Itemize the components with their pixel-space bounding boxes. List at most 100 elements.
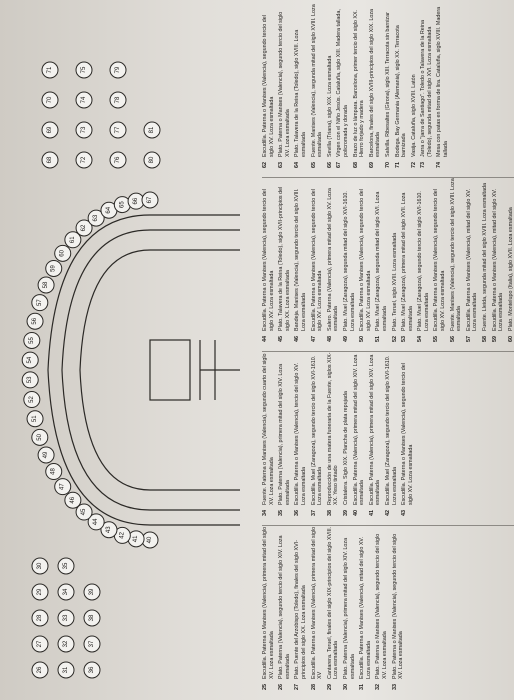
diagram-svg: 2627282930313233343536373839404142434445…	[21, 61, 240, 679]
svg-text:76: 76	[115, 156, 121, 163]
diagram-label: 62	[75, 219, 93, 237]
entry-description: Mesa con patas en forma de lira. Cataluñ…	[436, 6, 450, 157]
entry-description: Escudilla. Paterna o Manises (Valencia),…	[401, 363, 414, 505]
svg-text:81: 81	[149, 126, 155, 133]
entry-description: Plato. Paterna o Manises (Valencia), seg…	[278, 11, 291, 157]
diagram-label: 76	[109, 151, 127, 169]
entry-description: Escudilla. Paterna o Manises (Valencia),…	[433, 189, 447, 331]
entry-number: 27	[294, 684, 301, 690]
entry-description: Escudilla. Paterna o Manises (Valencia),…	[359, 536, 372, 679]
entry-description: Escudilla. Paterna (Valencia), primera m…	[368, 354, 382, 505]
diagram-label: 37	[83, 635, 101, 653]
diagram-label: 44	[87, 513, 105, 531]
diagram-label: 58	[37, 276, 55, 294]
entry-number: 26	[278, 684, 285, 690]
catalog-entry: 73 Jarra o "jarra de Santiago". Toledo o …	[420, 4, 433, 172]
diagram-label: 72	[75, 151, 93, 169]
entry-number: 56	[449, 336, 456, 342]
svg-text:65: 65	[119, 201, 125, 208]
entry-number: 32	[375, 684, 382, 690]
svg-text:35: 35	[63, 562, 69, 569]
arch-outline	[47, 214, 240, 526]
svg-text:58: 58	[43, 281, 49, 288]
entry-number: 63	[278, 162, 285, 168]
diagram-label: 49	[37, 446, 55, 464]
svg-text:77: 77	[115, 126, 121, 133]
entry-number: 45	[278, 336, 285, 342]
entry-description: Cristalera. Siglo XIX. Plancha de plata …	[342, 391, 349, 505]
entry-number: 73	[420, 162, 427, 168]
svg-text:52: 52	[29, 396, 35, 403]
entry-number: 74	[436, 162, 443, 168]
diagram-label-group: 2627282930313233343536373839404142434445…	[21, 61, 161, 679]
diagram-label: 53	[21, 371, 39, 389]
catalog-column-1: 25 Escudilla. Paterna o Manises (Valencia…	[262, 526, 514, 694]
svg-text:79: 79	[115, 66, 121, 73]
svg-text:30: 30	[37, 562, 43, 569]
diagram-label: 26	[31, 661, 49, 679]
svg-text:60: 60	[60, 249, 66, 256]
svg-text:48: 48	[51, 468, 57, 475]
entry-number: 47	[310, 336, 317, 342]
entry-number: 65	[310, 162, 317, 168]
svg-text:36: 36	[89, 666, 95, 673]
diagram-label: 34	[57, 583, 75, 601]
entry-description: Escudilla. Paterna o Manises (Valencia),…	[294, 362, 307, 505]
diagram-label: 36	[83, 661, 101, 679]
svg-text:78: 78	[115, 96, 121, 103]
svg-text:67: 67	[147, 196, 153, 203]
catalog-entry: 41 Escudilla. Paterna (Valencia), primera…	[369, 352, 382, 520]
catalog-entry: 63 Plato. Paterna o Manises (Valencia), s…	[278, 4, 291, 172]
entry-number: 25	[262, 684, 268, 690]
diagram-label: 59	[45, 259, 63, 277]
svg-text:44: 44	[93, 518, 99, 525]
entry-description: Jarra o "jarra de Santiago". Toledo o Ta…	[420, 20, 433, 157]
column-divider	[262, 351, 514, 352]
svg-text:50: 50	[37, 433, 43, 440]
entry-number: 66	[326, 162, 333, 168]
entry-number: 37	[310, 510, 317, 516]
catalog-entry: 74 Mesa con patas en forma de lira. Catal…	[436, 4, 449, 172]
diagram-label: 80	[143, 151, 161, 169]
diagram-label: 54	[21, 351, 39, 369]
svg-text:29: 29	[37, 588, 43, 595]
svg-text:31: 31	[63, 666, 69, 673]
entry-number: 58	[482, 336, 489, 342]
diagram-label: 45	[75, 503, 93, 521]
svg-text:42: 42	[119, 531, 125, 538]
diagram-label: 71	[41, 61, 59, 79]
svg-text:54: 54	[27, 356, 33, 363]
entry-description: Vasija. Cataluña, siglo XVIII. Latón	[410, 74, 417, 157]
entry-description: Plato. Paterna (Valencia), segundo terci…	[278, 535, 291, 679]
svg-text:46: 46	[70, 496, 76, 503]
svg-text:72: 72	[81, 156, 87, 163]
svg-text:71: 71	[47, 66, 53, 73]
entry-number: 41	[368, 510, 375, 516]
svg-text:63: 63	[93, 214, 99, 221]
entry-number: 51	[375, 336, 382, 342]
entry-description: Plato. Muel (Zaragoza), primera mitad de…	[401, 192, 414, 331]
entry-description: Cantarera. Teruel, finales del siglo XIX…	[326, 526, 340, 679]
column-divider	[262, 525, 514, 526]
entry-number: 42	[384, 510, 391, 516]
column-divider	[262, 177, 514, 178]
diagram-label: 50	[31, 428, 49, 446]
